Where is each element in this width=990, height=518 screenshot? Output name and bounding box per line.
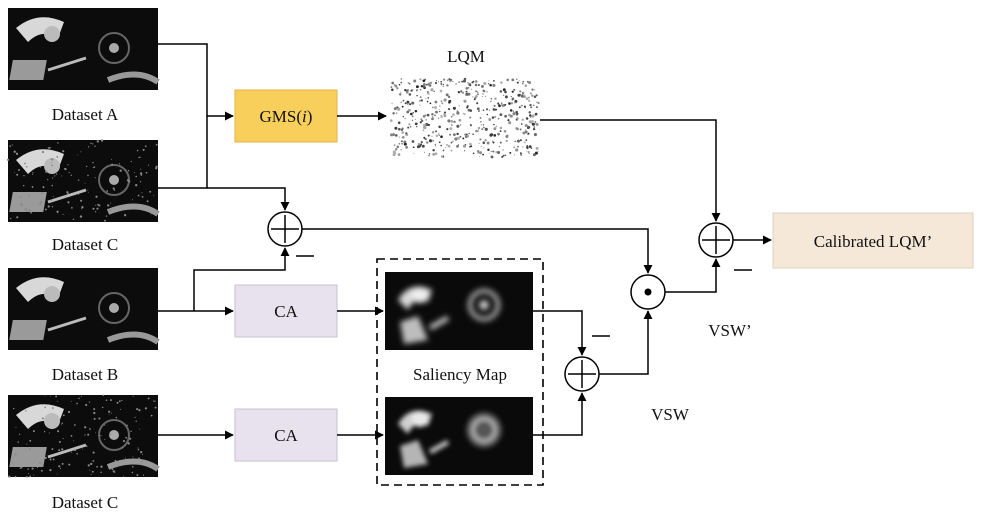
multiply-operator <box>630 274 666 310</box>
vsw-label: VSW <box>651 405 690 424</box>
arrow-saliency-top-to-add2 <box>533 310 587 356</box>
dataset-c-bottom-image <box>8 394 160 478</box>
saliency-map-label: Saliency Map <box>413 365 507 384</box>
arrow-lqm-to-add3 <box>540 119 721 222</box>
ca-top-block <box>234 284 338 338</box>
dataset-b-label: Dataset B <box>52 365 119 384</box>
vsw-prime-label: VSW’ <box>708 321 751 340</box>
connectors <box>158 43 772 440</box>
add-operator-3 <box>698 222 734 258</box>
saliency-map-top <box>385 272 533 350</box>
arrow-c-to-add1 <box>207 187 290 211</box>
ca-bottom-label: CA <box>274 426 298 445</box>
dataset-c-top-image <box>6 139 160 222</box>
lqm-label: LQM <box>447 47 485 66</box>
gms-label: GMS(i) <box>260 107 313 126</box>
add-operator-2 <box>564 356 600 392</box>
line-c-to-gms <box>158 116 208 189</box>
arrow-a-to-gms <box>158 43 234 121</box>
dataset-a-image <box>8 8 160 90</box>
arrow-add2-to-multiply <box>599 310 653 375</box>
add-operator-1 <box>267 211 303 247</box>
calibrated-lqm-label: Calibrated LQM’ <box>814 232 933 251</box>
dataset-c-top-label: Dataset C <box>52 235 119 254</box>
calibrated-lqm-block <box>772 212 974 269</box>
lqm-image <box>389 77 540 159</box>
ca-top-label: CA <box>274 302 298 321</box>
gms-block <box>234 89 338 143</box>
arrow-saliency-bottom-to-add2 <box>533 392 587 436</box>
saliency-group-frame <box>376 258 544 486</box>
arrow-multiply-to-add3 <box>665 258 721 293</box>
arrow-add1-to-multiply <box>302 228 653 274</box>
dataset-b-image <box>8 268 160 350</box>
saliency-map-bottom <box>385 397 533 475</box>
dataset-a-label: Dataset A <box>52 105 119 124</box>
arrow-b-to-add1 <box>193 247 290 311</box>
ca-bottom-block <box>234 408 338 462</box>
dataset-c-bottom-label: Dataset C <box>52 493 119 512</box>
